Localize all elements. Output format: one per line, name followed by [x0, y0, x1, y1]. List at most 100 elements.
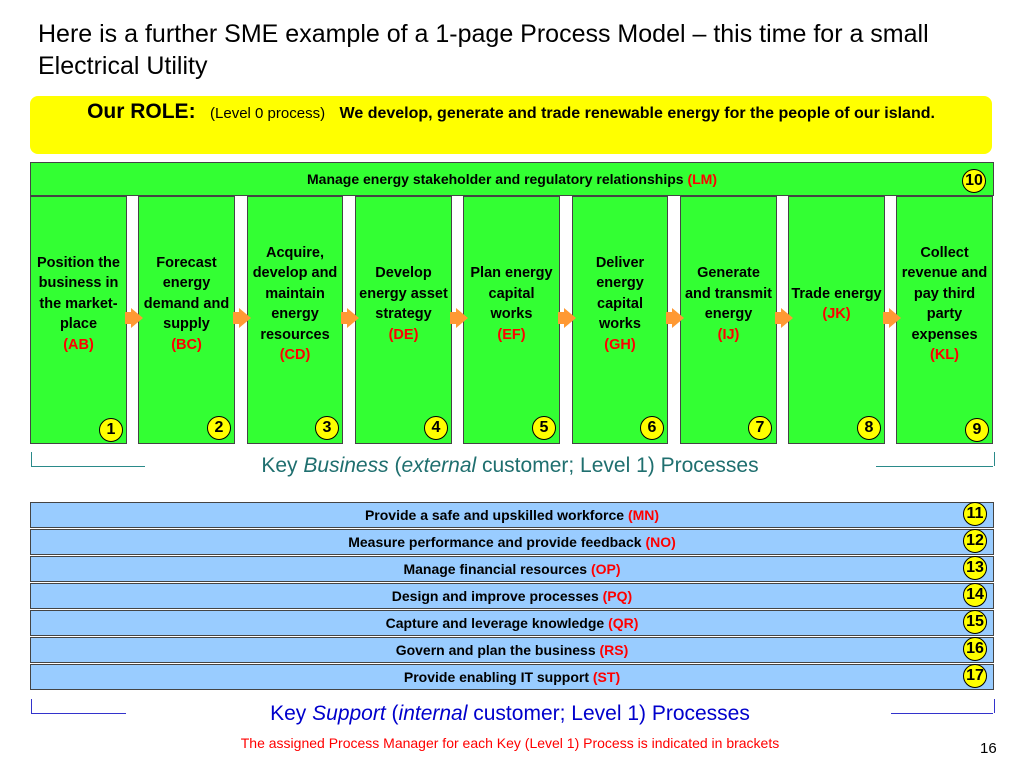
business-process-code: (AB): [63, 336, 94, 353]
support-process-code: (ST): [592, 669, 621, 685]
business-bracket: [31, 452, 995, 466]
support-process-row: Provide enabling IT support (ST): [30, 664, 994, 690]
support-process-label: Measure performance and provide feedback: [348, 534, 642, 550]
support-process-code: (PQ): [602, 588, 633, 604]
business-process-label: Generate and transmit energy: [684, 265, 772, 322]
business-process-box: Plan energy capital works (EF): [463, 196, 560, 444]
business-process-label: Collect revenue and pay third party expe…: [901, 244, 988, 343]
support-process-label: Manage financial resources: [403, 561, 588, 577]
flow-arrow-icon: [131, 308, 143, 328]
support-process-row: Capture and leverage knowledge (QR): [30, 610, 994, 636]
flow-arrow-stem: [775, 312, 781, 324]
support-process-row: Govern and plan the business (RS): [30, 637, 994, 663]
process-number-badge: 7: [748, 416, 772, 440]
caption-keyword: Support: [312, 702, 386, 725]
business-process-code: (EF): [497, 326, 526, 343]
support-process-code: (NO): [645, 534, 676, 550]
support-process-label: Govern and plan the business: [395, 642, 596, 658]
flow-arrow-icon: [564, 308, 576, 328]
business-process-code: (CD): [279, 347, 311, 363]
slide-title: Here is a further SME example of a 1-pag…: [38, 20, 929, 80]
business-process-label: Trade energy: [791, 285, 882, 302]
business-process-box: Collect revenue and pay third party expe…: [896, 196, 993, 444]
caption-rest: customer; Level 1) Processes: [467, 702, 750, 725]
flow-arrow-icon: [672, 308, 684, 328]
business-process-label: Plan energy capital works: [470, 265, 553, 322]
business-bracket-line: [31, 466, 145, 467]
caption-qualifier: external: [401, 454, 477, 477]
process-number-badge: 16: [963, 637, 987, 661]
business-process-code: (DE): [388, 326, 419, 343]
flow-arrow-stem: [450, 312, 456, 324]
support-process-row: Design and improve processes (PQ): [30, 583, 994, 609]
caption-keyword: Business: [303, 454, 389, 477]
process-number-badge: 6: [640, 416, 664, 440]
business-process-code: (KL): [930, 347, 959, 363]
process-number-badge: 5: [532, 416, 556, 440]
business-process-box: Develop energy asset strategy (DE): [355, 196, 452, 444]
business-process-code: (GH): [604, 336, 636, 353]
support-bracket: [31, 699, 995, 713]
process-number-badge: 3: [315, 416, 339, 440]
support-process-label: Provide enabling IT support: [403, 669, 589, 685]
support-process-code: (MN): [627, 507, 660, 523]
support-process-label: Design and improve processes: [391, 588, 599, 604]
process-number-badge: 15: [963, 610, 987, 634]
management-process-label: Manage energy stakeholder and regulatory…: [307, 171, 684, 187]
process-number-badge: 13: [963, 556, 987, 580]
flow-arrow-icon: [239, 308, 251, 328]
role-label: Our ROLE:: [87, 100, 196, 123]
process-number-badge: 12: [963, 529, 987, 553]
flow-arrow-icon: [781, 308, 793, 328]
caption-open: (: [385, 702, 399, 725]
business-process-label: Acquire, develop and maintain energy res…: [252, 244, 338, 343]
flow-arrow-icon: [889, 308, 901, 328]
process-number-badge: 17: [963, 664, 987, 688]
flow-arrow-icon: [456, 308, 468, 328]
support-bracket-line: [891, 713, 993, 714]
business-process-label: Forecast energy demand and supply: [143, 254, 230, 333]
key-business-caption: Key Business (external customer; Level 1…: [150, 454, 870, 478]
flow-arrow-stem: [341, 312, 347, 324]
support-process-code: (QR): [608, 615, 639, 631]
business-process-label: Deliver energy capital works: [595, 254, 645, 333]
business-process-label: Develop energy asset strategy: [359, 265, 448, 322]
caption-open: (: [388, 454, 402, 477]
management-process-code: (LM): [687, 171, 717, 187]
flow-arrow-stem: [125, 312, 131, 324]
support-process-label: Provide a safe and upskilled workforce: [364, 507, 625, 523]
flow-arrow-stem: [233, 312, 239, 324]
footnote: The assigned Process Manager for each Ke…: [240, 735, 780, 751]
support-bracket-line: [31, 713, 126, 714]
support-process-label: Capture and leverage knowledge: [385, 615, 605, 631]
business-process-box: Position the business in the market-plac…: [30, 196, 127, 444]
role-banner: Our ROLE: (Level 0 process) We develop, …: [30, 96, 992, 154]
caption-rest: customer; Level 1) Processes: [476, 454, 759, 477]
support-process-row: Manage financial resources (OP): [30, 556, 994, 582]
process-number-badge: 4: [424, 416, 448, 440]
flow-arrow-stem: [883, 312, 889, 324]
management-process-bar: Manage energy stakeholder and regulatory…: [30, 162, 994, 196]
process-number-badge: 9: [965, 418, 989, 442]
business-process-box: Generate and transmit energy (IJ): [680, 196, 777, 444]
business-process-box: Trade energy (JK): [788, 196, 885, 444]
process-number-badge: 8: [857, 416, 881, 440]
business-process-box: Forecast energy demand and supply (BC): [138, 196, 235, 444]
role-statement: We develop, generate and trade renewable…: [339, 105, 935, 122]
support-process-row: Provide a safe and upskilled workforce (…: [30, 502, 994, 528]
business-process-code: (JK): [822, 306, 851, 322]
process-number-badge: 10: [962, 169, 986, 193]
flow-arrow-stem: [666, 312, 672, 324]
support-process-row: Measure performance and provide feedback…: [30, 529, 994, 555]
process-number-badge: 2: [207, 416, 231, 440]
business-process-label: Position the business in the market-plac…: [37, 254, 120, 333]
role-level: (Level 0 process): [210, 105, 326, 122]
process-number-badge: 11: [963, 502, 987, 526]
business-process-code: (BC): [171, 336, 202, 353]
flow-arrow-icon: [347, 308, 359, 328]
business-bracket-line: [876, 466, 993, 467]
process-number-badge: 1: [99, 418, 123, 442]
process-number-badge: 14: [963, 583, 987, 607]
support-process-code: (OP): [590, 561, 621, 577]
business-process-code: (IJ): [717, 326, 740, 343]
